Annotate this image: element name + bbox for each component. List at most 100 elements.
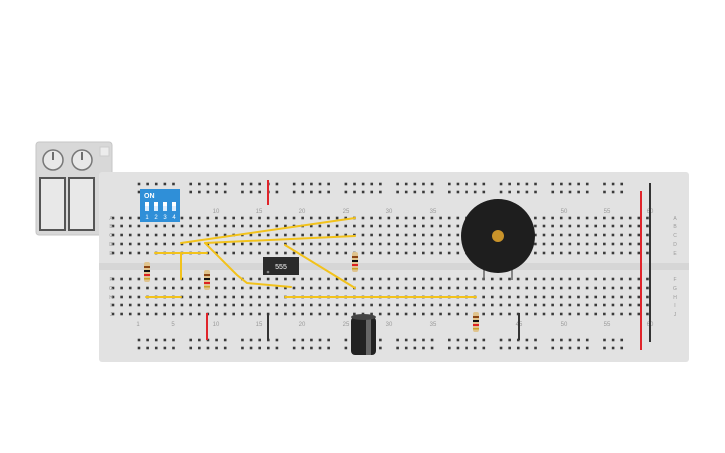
hole[interactable] (232, 286, 235, 290)
rail-hole[interactable] (620, 182, 624, 186)
hole[interactable] (534, 312, 537, 316)
rail-hole[interactable] (508, 182, 511, 186)
hole[interactable] (456, 312, 460, 316)
hole[interactable] (111, 233, 115, 237)
rail-hole[interactable] (560, 346, 563, 350)
hole[interactable] (559, 286, 563, 290)
hole[interactable] (473, 286, 477, 290)
hole[interactable] (447, 303, 451, 307)
hole[interactable] (568, 312, 572, 316)
hole[interactable] (197, 303, 201, 307)
rail-hole[interactable] (534, 346, 537, 350)
hole[interactable] (482, 286, 485, 290)
hole[interactable] (490, 312, 494, 316)
rail-hole[interactable] (206, 182, 210, 186)
rail-hole[interactable] (344, 182, 348, 186)
rail-hole[interactable] (318, 338, 322, 342)
rail-hole[interactable] (379, 190, 382, 194)
hole[interactable] (249, 295, 253, 299)
hole[interactable] (335, 286, 339, 290)
rail-hole[interactable] (551, 346, 555, 350)
hole[interactable] (327, 242, 330, 246)
rail-hole[interactable] (568, 338, 572, 342)
hole[interactable] (646, 233, 649, 237)
hole[interactable] (603, 286, 606, 290)
hole[interactable] (223, 295, 227, 299)
hole[interactable] (327, 251, 330, 255)
hole[interactable] (154, 312, 158, 316)
hole[interactable] (370, 242, 373, 246)
resistor[interactable] (204, 270, 210, 290)
hole[interactable] (628, 233, 632, 237)
hole[interactable] (318, 277, 322, 281)
hole[interactable] (637, 251, 641, 255)
rail-hole[interactable] (430, 346, 434, 350)
hole[interactable] (404, 251, 408, 255)
hole[interactable] (542, 251, 546, 255)
hole[interactable] (447, 224, 451, 228)
hole[interactable] (559, 312, 563, 316)
hole[interactable] (516, 277, 520, 281)
hole[interactable] (223, 216, 227, 220)
hole[interactable] (232, 216, 235, 220)
hole[interactable] (447, 312, 451, 316)
hole[interactable] (413, 303, 416, 307)
rail-hole[interactable] (241, 190, 244, 194)
hole[interactable] (534, 233, 537, 237)
rail-hole[interactable] (482, 190, 486, 194)
hole[interactable] (241, 295, 244, 299)
hole[interactable] (499, 286, 503, 290)
rail-hole[interactable] (241, 182, 244, 186)
hole[interactable] (232, 312, 235, 316)
hole[interactable] (568, 224, 572, 228)
hole[interactable] (577, 295, 580, 299)
rail-hole[interactable] (344, 190, 348, 194)
hole[interactable] (422, 277, 425, 281)
rail-hole[interactable] (508, 346, 511, 350)
dip-lever[interactable] (163, 202, 167, 211)
rail-hole[interactable] (379, 182, 382, 186)
rail-hole[interactable] (482, 338, 486, 342)
rail-hole[interactable] (267, 346, 270, 350)
hole[interactable] (525, 303, 529, 307)
hole[interactable] (387, 216, 391, 220)
hole[interactable] (525, 295, 529, 299)
hole[interactable] (249, 312, 253, 316)
hole[interactable] (180, 303, 184, 307)
rail-hole[interactable] (310, 190, 313, 194)
rail-hole[interactable] (258, 190, 261, 194)
hole[interactable] (525, 277, 529, 281)
hole[interactable] (361, 286, 365, 290)
hole[interactable] (594, 216, 598, 220)
hole[interactable] (275, 295, 279, 299)
rail-hole[interactable] (327, 190, 330, 194)
hole[interactable] (585, 277, 589, 281)
hole[interactable] (387, 277, 391, 281)
rail-hole[interactable] (396, 346, 399, 350)
hole[interactable] (568, 216, 572, 220)
hole[interactable] (215, 295, 218, 299)
hole[interactable] (249, 303, 253, 307)
hole[interactable] (637, 295, 641, 299)
rail-hole[interactable] (525, 190, 529, 194)
hole[interactable] (266, 303, 270, 307)
hole[interactable] (577, 233, 580, 237)
hole[interactable] (223, 312, 227, 316)
hole[interactable] (577, 286, 580, 290)
hole[interactable] (249, 251, 253, 255)
hole[interactable] (301, 233, 304, 237)
rail-hole[interactable] (154, 338, 158, 342)
hole[interactable] (439, 286, 442, 290)
hole[interactable] (585, 295, 589, 299)
hole[interactable] (189, 312, 192, 316)
hole[interactable] (422, 286, 425, 290)
hole[interactable] (111, 224, 115, 228)
rail-hole[interactable] (146, 346, 149, 350)
rail-hole[interactable] (404, 190, 408, 194)
hole[interactable] (508, 295, 511, 299)
rail-hole[interactable] (223, 182, 227, 186)
rail-hole[interactable] (258, 338, 261, 342)
hole[interactable] (146, 242, 149, 246)
rail-hole[interactable] (301, 338, 305, 342)
rail-hole[interactable] (525, 346, 529, 350)
